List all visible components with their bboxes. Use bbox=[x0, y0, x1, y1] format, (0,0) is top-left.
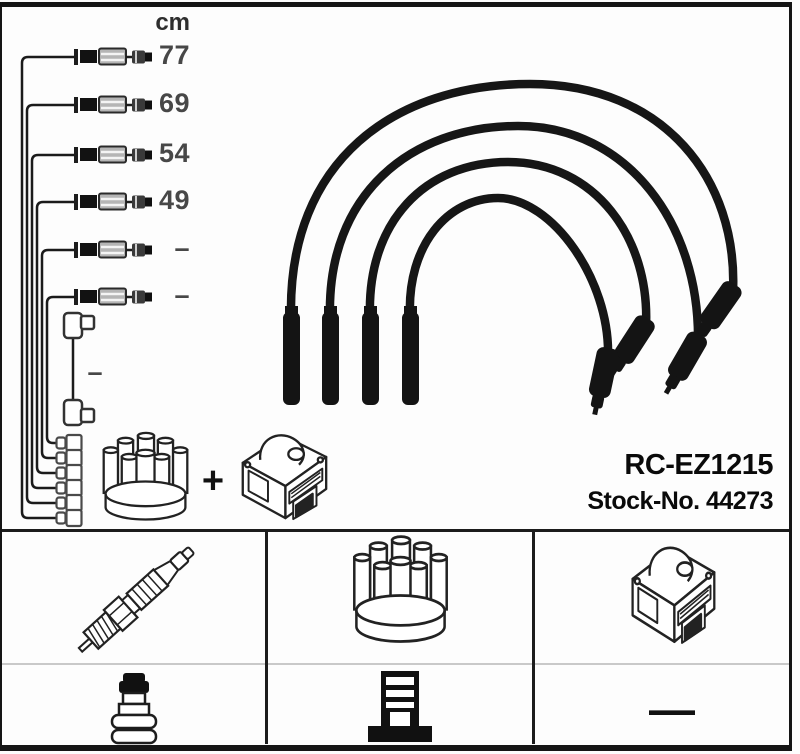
terminal-nut-icon bbox=[110, 671, 158, 745]
unit-header: cm bbox=[155, 9, 190, 36]
distributor-cap-icon bbox=[352, 535, 449, 643]
plus-sign: + bbox=[201, 460, 225, 502]
dash-placeholder: — bbox=[649, 683, 695, 735]
cable-length-label: 49 bbox=[158, 185, 190, 215]
cable-length-diagram bbox=[20, 55, 76, 520]
grid-row-divider bbox=[2, 663, 791, 665]
spark-plug-boots bbox=[283, 306, 419, 405]
cable-length-label: 54 bbox=[158, 138, 190, 168]
distributor-plug-stack bbox=[55, 433, 83, 528]
grid-col-divider-2 bbox=[532, 532, 535, 744]
cable-set-illustration bbox=[283, 79, 745, 417]
cable-connector-assemblies bbox=[72, 47, 154, 307]
grid-top-border bbox=[2, 529, 791, 532]
part-number: RC-EZ1215 bbox=[624, 449, 773, 481]
coil-wire-length-label: – bbox=[87, 357, 103, 387]
ignition-coil-icon bbox=[241, 434, 328, 521]
distributor-terminal-icon bbox=[368, 671, 432, 742]
cable-length-label: 77 bbox=[158, 40, 190, 70]
part-number-block: RC-EZ1215 Stock-No. 44273 bbox=[587, 451, 773, 514]
cable-length-label: – bbox=[174, 233, 190, 263]
distributor-cap-icon bbox=[102, 431, 189, 521]
cable-length-label: 69 bbox=[158, 88, 190, 118]
grid-col-divider-1 bbox=[265, 532, 268, 744]
spark-plug-icon bbox=[70, 538, 202, 662]
ignition-coil-icon bbox=[631, 546, 716, 645]
coil-wire-schematic bbox=[62, 311, 96, 427]
cable-length-label: – bbox=[174, 280, 190, 310]
stock-number: Stock-No. 44273 bbox=[587, 487, 773, 515]
